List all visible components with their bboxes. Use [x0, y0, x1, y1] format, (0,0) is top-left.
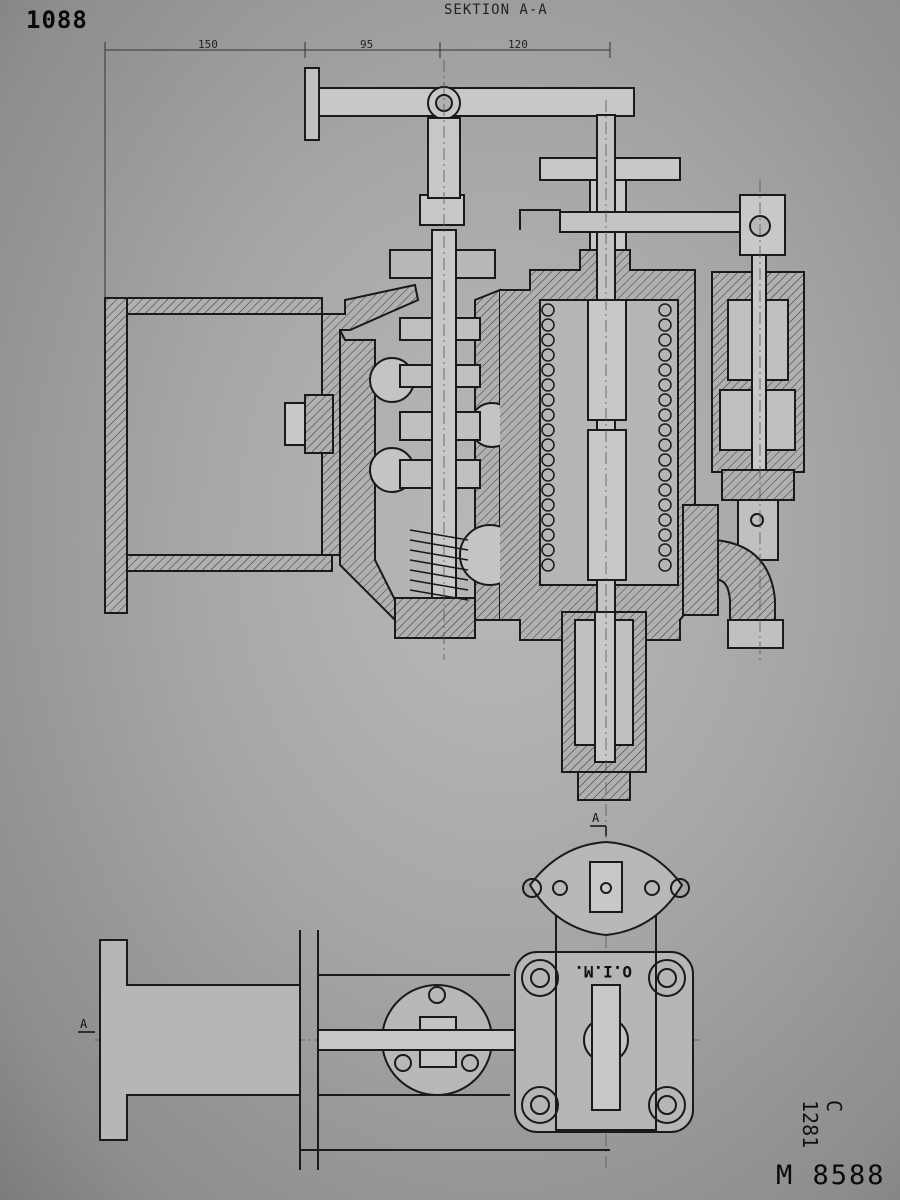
top-lever — [304, 67, 635, 199]
drawing-number: M 8588 — [776, 1160, 886, 1191]
dimension-150: 150 — [198, 38, 218, 51]
large-spring — [541, 303, 672, 572]
section-mark-top: A — [592, 811, 600, 825]
section-view — [104, 67, 805, 801]
plan-view — [99, 840, 694, 1170]
sheet-number: 1088 — [26, 6, 88, 34]
bottom-cylinder — [561, 611, 647, 801]
plate-marking: O.I.M. — [574, 962, 632, 981]
dimension-120: 120 — [508, 38, 528, 51]
dimension-95: 95 — [360, 38, 374, 51]
oval-flange — [522, 840, 690, 937]
small-spring — [409, 529, 469, 601]
spring-housing — [500, 114, 761, 641]
valve-body — [339, 194, 521, 639]
section-mark-left: A — [80, 1017, 88, 1031]
section-title: SEKTION A-A — [444, 2, 548, 18]
inlet-flange — [104, 283, 420, 614]
base-plate — [514, 869, 694, 1133]
right-valve — [682, 194, 805, 649]
plan-flange — [99, 930, 610, 1170]
hex-nut — [284, 394, 334, 454]
section-markers — [78, 825, 607, 1033]
